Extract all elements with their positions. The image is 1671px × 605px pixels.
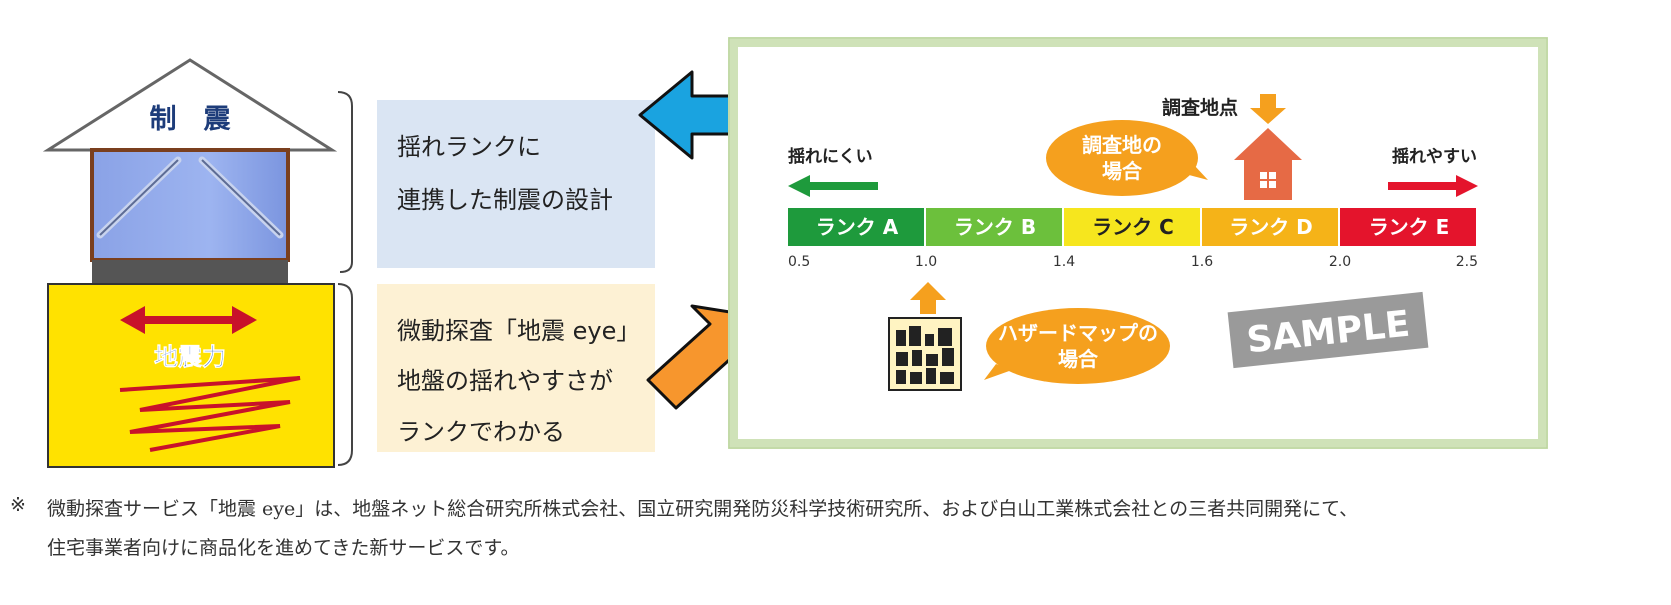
survey-point-label: 調査地点 bbox=[1162, 96, 1238, 119]
house-marker-icon bbox=[1234, 128, 1302, 200]
scale-tick-label: 1.6 bbox=[1191, 254, 1213, 270]
roof-label: 制 震 bbox=[150, 104, 232, 135]
rank-label-b: ランク B bbox=[954, 215, 1036, 239]
bracket-bottom bbox=[337, 283, 353, 466]
sample-stamp: SAMPLE bbox=[1227, 291, 1429, 369]
scale-tick-label: 2.5 bbox=[1456, 254, 1478, 270]
rank-label-a: ランク A bbox=[816, 215, 899, 239]
bottom-info-box bbox=[377, 284, 655, 452]
rank-segment-c bbox=[1064, 208, 1200, 246]
rank-label-d: ランク D bbox=[1229, 215, 1313, 239]
ground-force-label: 地震力 bbox=[154, 343, 226, 371]
right-direction-label: 揺れやすい bbox=[1392, 147, 1477, 167]
house-foundation bbox=[92, 260, 288, 284]
left-direction-label: 揺れにくい bbox=[788, 147, 873, 167]
orange-down-arrow-icon bbox=[1250, 94, 1286, 124]
rank-label-e: ランク E bbox=[1369, 215, 1450, 239]
top-info-box bbox=[377, 100, 655, 268]
hazard-bubble-line2: 場合 bbox=[1058, 347, 1099, 371]
survey-speech-bubble: 調査地の 場合 bbox=[1046, 120, 1208, 196]
rank-segment-d bbox=[1202, 208, 1338, 246]
hazard-speech-bubble: ハザードマップの 場合 bbox=[984, 308, 1170, 384]
rank-segment-a bbox=[788, 208, 924, 246]
survey-bubble-line1: 調査地の bbox=[1082, 133, 1162, 157]
house-illustration: 制 震 bbox=[42, 58, 338, 284]
earthquake-wave-icon bbox=[119, 376, 301, 452]
bracket-top bbox=[337, 91, 353, 273]
scale-tick-label: 2.0 bbox=[1329, 254, 1351, 270]
hazard-bubble-line1: ハザードマップの bbox=[998, 321, 1158, 345]
scale-tick-label: 1.0 bbox=[915, 254, 937, 270]
city-buildings-icon bbox=[888, 317, 962, 391]
rank-scale: 0.5 1.0 1.4 1.6 2.0 2.5 bbox=[788, 254, 1478, 270]
house-wall bbox=[90, 148, 290, 262]
scale-tick-label: 0.5 bbox=[788, 254, 810, 270]
survey-bubble-line2: 場合 bbox=[1102, 159, 1143, 183]
rank-segment-e bbox=[1340, 208, 1476, 246]
rank-segment-b bbox=[926, 208, 1062, 246]
rank-panel: 揺れにくい 揺れやすい 調査地点 調査地の 場合 ランク A ランク B ランク C… bbox=[728, 37, 1548, 449]
double-arrow-icon bbox=[120, 306, 257, 334]
rank-bar: ランク A ランク B ランク C ランク D ランク E bbox=[788, 208, 1476, 246]
ground-block: 地震力 bbox=[47, 283, 335, 468]
red-arrow-icon bbox=[1388, 175, 1478, 197]
rank-label-c: ランク C bbox=[1092, 215, 1174, 239]
scale-tick-label: 1.4 bbox=[1053, 254, 1075, 270]
green-arrow-icon bbox=[788, 175, 878, 197]
orange-up-arrow-icon bbox=[910, 282, 946, 314]
